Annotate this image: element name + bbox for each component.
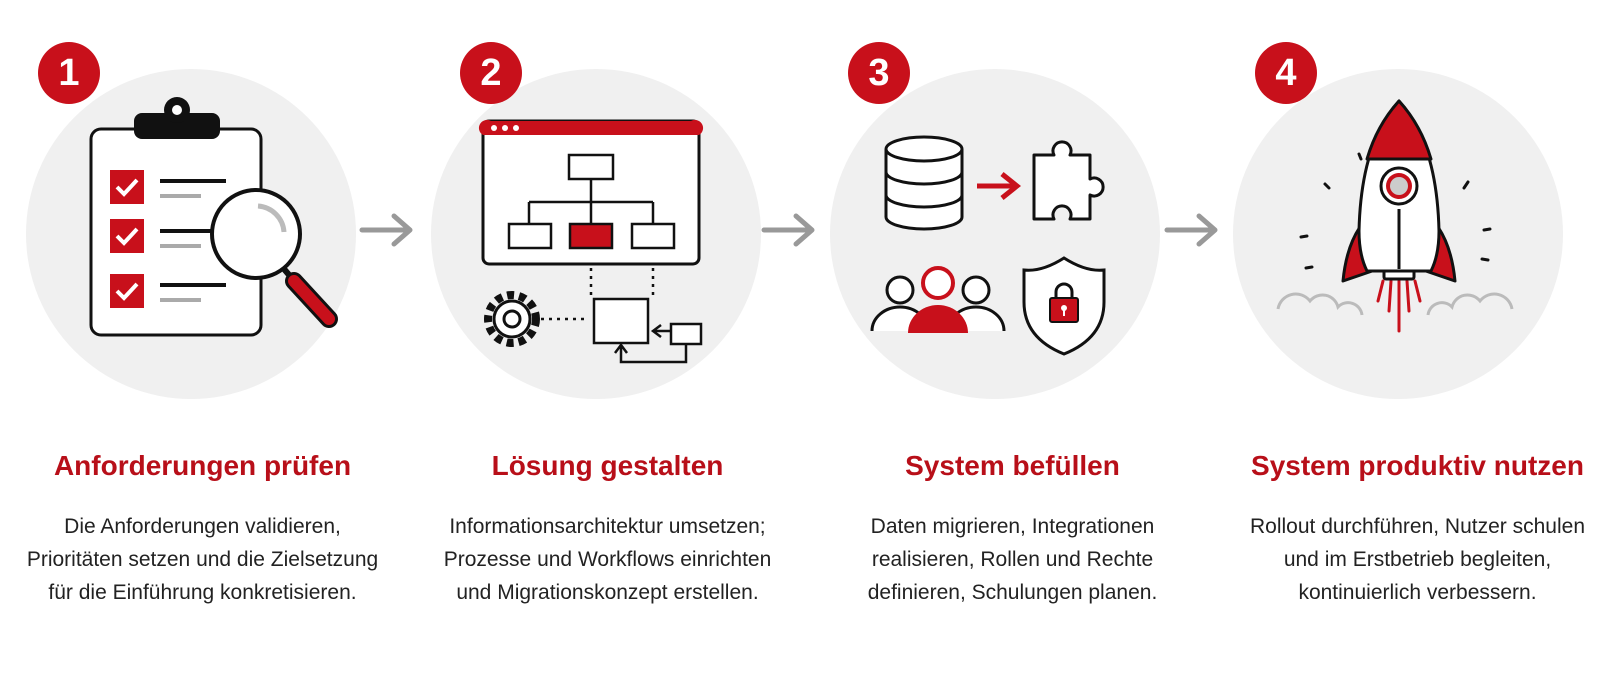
step-2-number-badge: 2 [460, 42, 522, 104]
arrow-right-icon [761, 213, 815, 247]
step-2: 2 Lösung gestalten Informationsarchitekt… [405, 0, 810, 683]
clipboard-checklist-magnifier-icon [89, 97, 338, 337]
step-2-title: Lösung gestalten [491, 450, 724, 481]
step-3-circle [830, 69, 1160, 399]
step-2-description: Informationsarchitektur umsetzen; Prozes… [443, 515, 772, 604]
step-3-description: Daten migrieren, Integrationen realisier… [867, 515, 1158, 604]
step-3-title: System befüllen [905, 450, 1120, 481]
step-1-description: Die Anforderungen validieren, Prioritäte… [26, 515, 379, 604]
step-3-number-badge: 3 [848, 42, 910, 104]
step-4: 4 System produktiv [1215, 0, 1620, 683]
arrow-right-icon [1164, 213, 1218, 247]
data-integration-users-security-icon [870, 135, 1106, 356]
step-4-title: System produktiv nutzen [1251, 450, 1584, 481]
step-4-description: Rollout durchführen, Nutzer schulen und … [1249, 515, 1585, 604]
step-1: 1 Anforderungen prüfen Die Anfo [0, 0, 405, 683]
step-1-number-badge: 1 [38, 42, 100, 104]
arrow-right-icon [359, 213, 413, 247]
step-4-number-badge: 4 [1255, 42, 1317, 104]
step-1-title: Anforderungen prüfen [53, 450, 352, 481]
step-3: 3 System befüllen Daten migrieren, Integ… [810, 0, 1215, 683]
architecture-workflow-icon [478, 119, 704, 364]
rocket-launch-icon [1276, 99, 1514, 333]
